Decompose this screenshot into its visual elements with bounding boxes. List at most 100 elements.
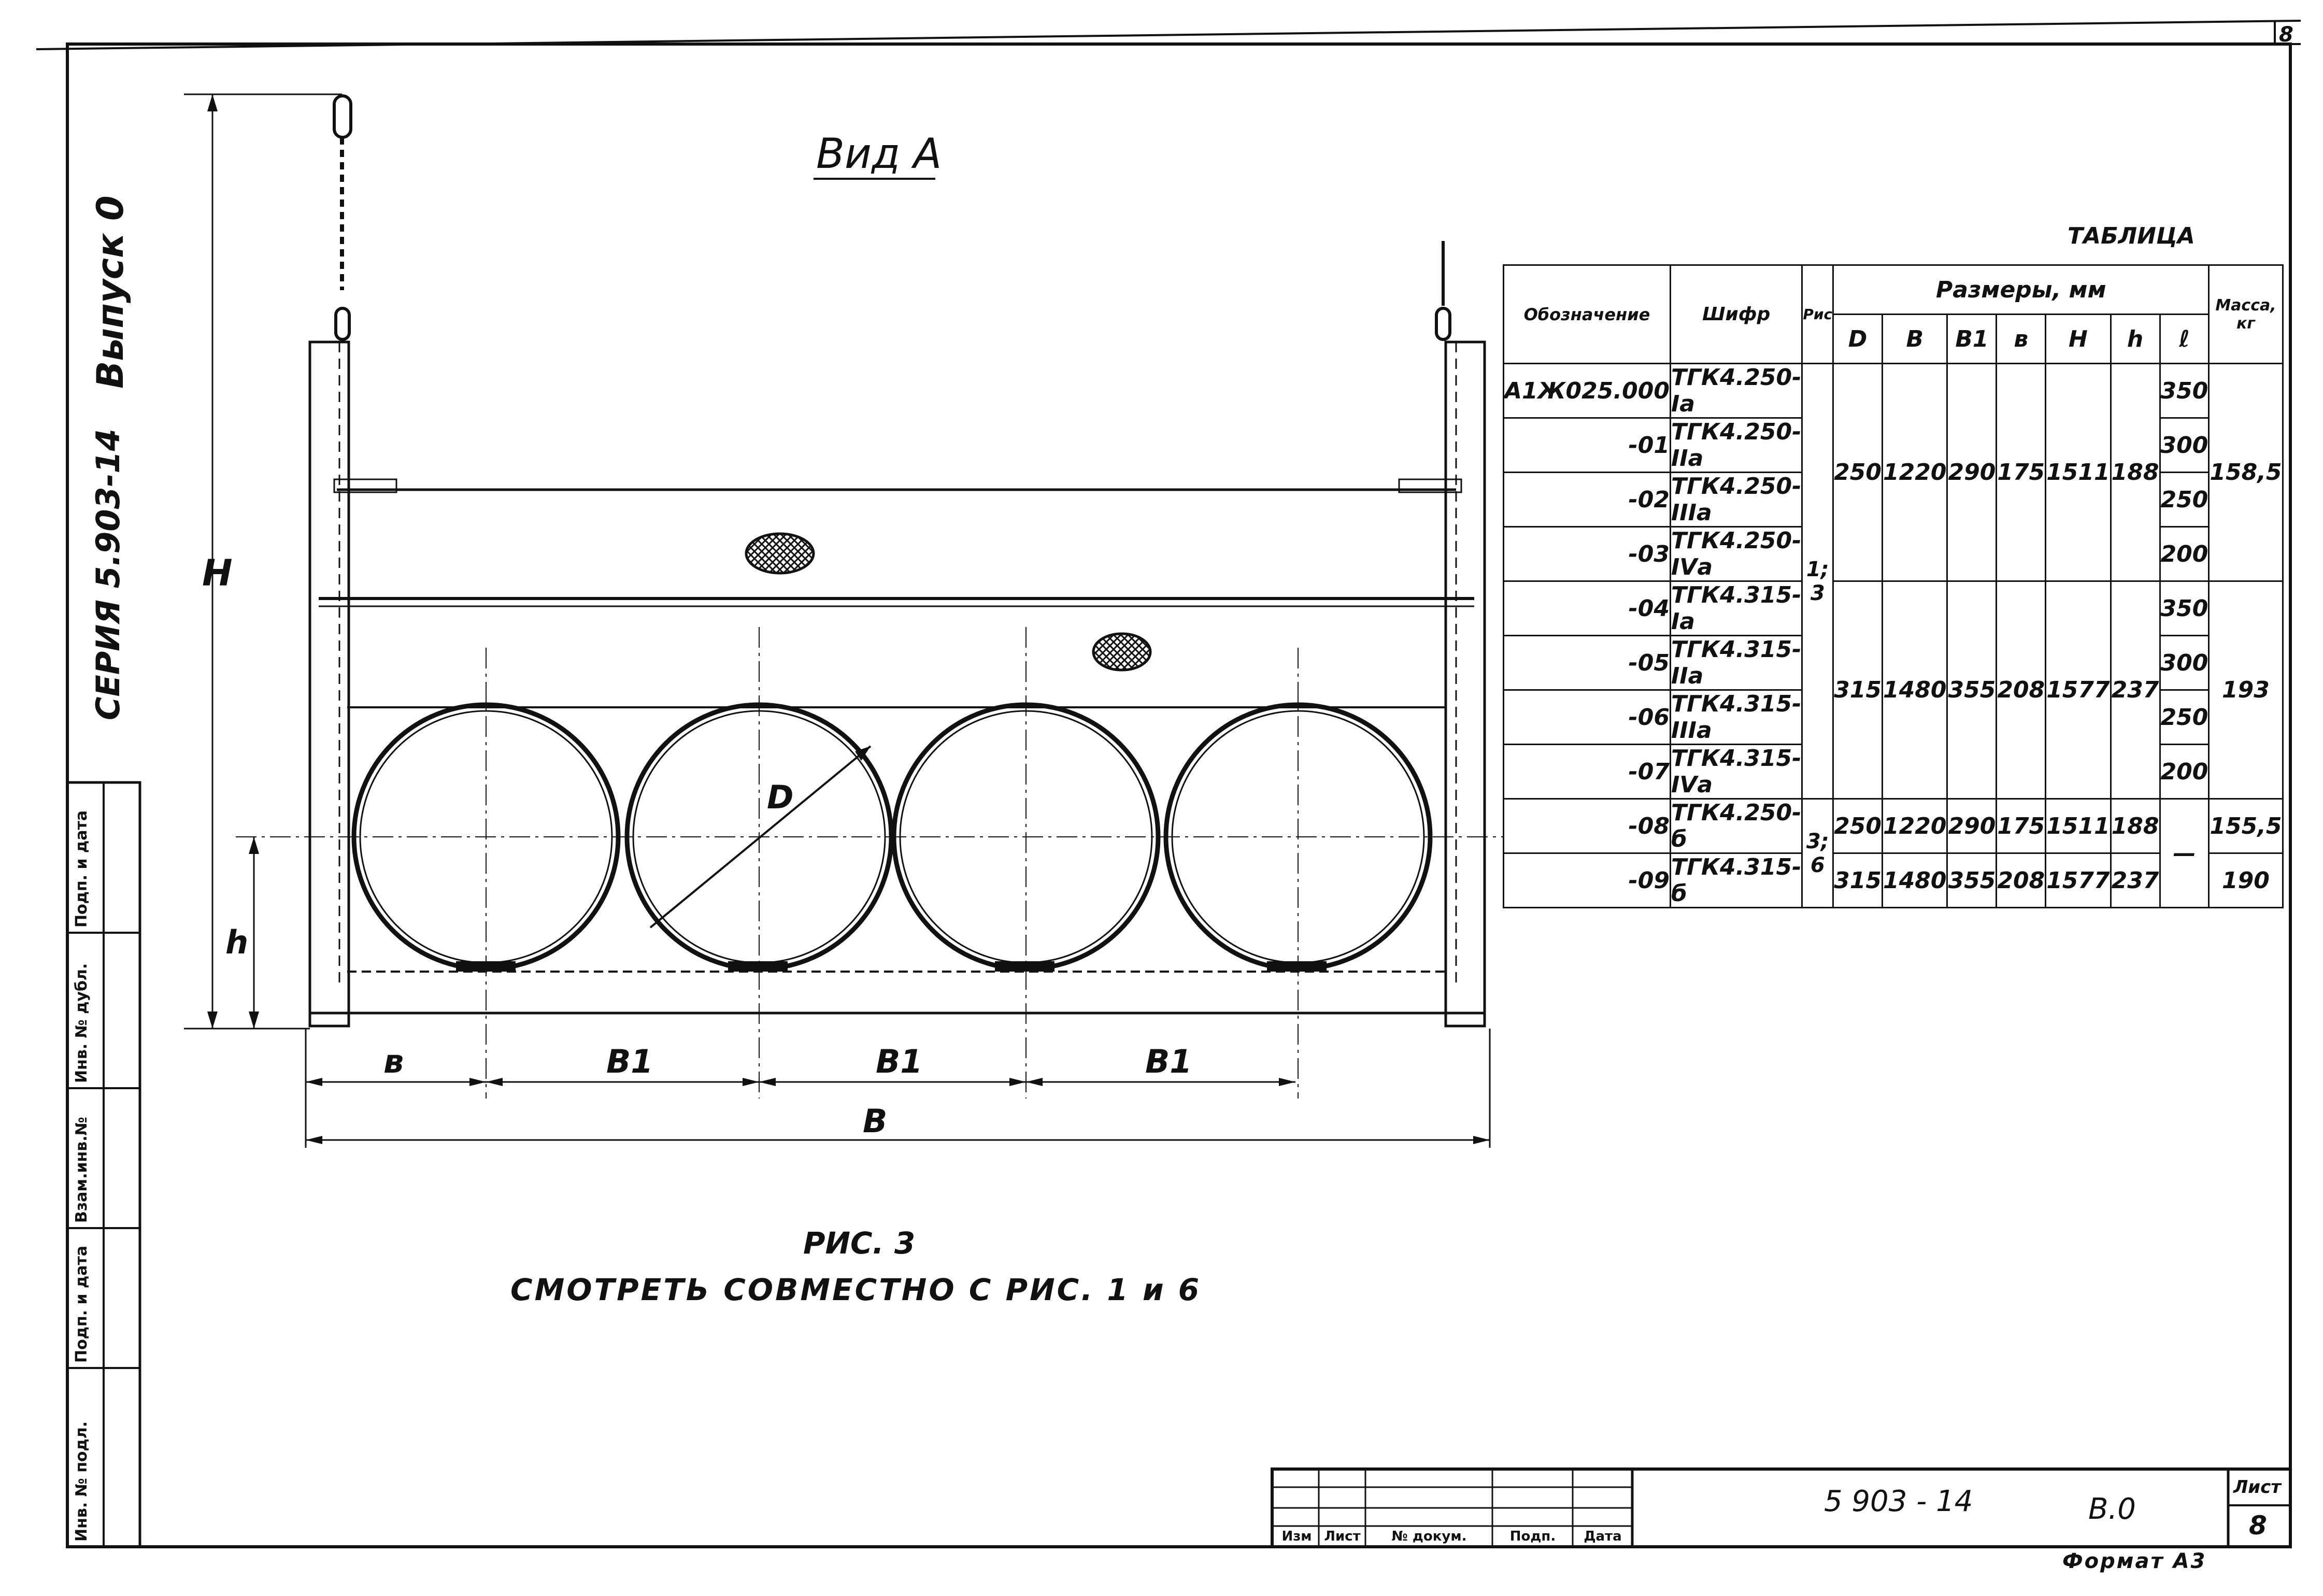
label-B1: B1: [1145, 1043, 1192, 1080]
cell-l: 300: [2159, 417, 2210, 473]
label-b: в: [383, 1043, 404, 1080]
cell-code: ТГК4.250-IIа: [1669, 417, 1803, 473]
issue-label: Выпуск 0: [89, 195, 132, 389]
cell-fig: 3; 6: [1801, 798, 1834, 908]
cell-b: 175: [1996, 798, 2047, 854]
cell-B: 1480: [1881, 852, 1948, 908]
sheet-corner-number: 8: [2279, 23, 2293, 47]
cell-l: 350: [2159, 363, 2210, 419]
cell-mass: 190: [2208, 852, 2284, 908]
header-col: в: [1996, 314, 2047, 364]
cell-D: 250: [1832, 363, 1883, 582]
cell-designation: А1Ж025.000: [1503, 363, 1671, 419]
cell-designation: -02: [1503, 472, 1671, 528]
cell-code: ТГК4.315-Iа: [1669, 580, 1803, 636]
doc-issue: В.0: [2088, 1492, 2136, 1526]
cell-designation: -04: [1503, 580, 1671, 636]
cell-code: ТГК4.315-IVа: [1669, 744, 1803, 800]
cell-h: 237: [2110, 852, 2161, 908]
right-post: [1444, 340, 1486, 1028]
stamp-label: Инв. № дубл.: [73, 963, 91, 1083]
cell-D: 250: [1832, 798, 1883, 854]
figure-caption: РИС. 3: [803, 1226, 916, 1261]
cell-code: ТГК4.250-б: [1669, 798, 1803, 854]
header-col: ℓ: [2159, 314, 2210, 364]
cell-H: 1577: [2045, 580, 2112, 800]
header-col: H: [2045, 314, 2112, 364]
left-post: [308, 340, 350, 1028]
cell-l: 250: [2159, 689, 2210, 745]
cell-H: 1511: [2045, 363, 2112, 582]
cell-designation: -06: [1503, 689, 1671, 745]
label-h: h: [225, 923, 248, 961]
cell-b: 208: [1996, 852, 2047, 908]
cell-code: ТГК4.250-Iа: [1669, 363, 1803, 419]
view-title: Вид А: [816, 130, 942, 178]
cell-mass: 193: [2208, 580, 2284, 800]
cell-l: 350: [2159, 580, 2210, 636]
cell-designation: -05: [1503, 635, 1671, 691]
spec-table: Обозначение Шифр Рис Размеры, мм Масса, …: [1503, 264, 2284, 908]
cell-l: 200: [2159, 744, 2210, 800]
cell-code: ТГК4.250-IVа: [1669, 526, 1803, 582]
stamp-label: Инв. № подл.: [73, 1421, 91, 1542]
cell-H: 1577: [2045, 852, 2112, 908]
cell-B1: 355: [1946, 852, 1998, 908]
cell-mass: 155,5: [2208, 798, 2284, 854]
tb-header: Изм: [1281, 1529, 1312, 1544]
cell-code: ТГК4.315-б: [1669, 852, 1803, 908]
label-B: B: [863, 1102, 887, 1140]
cell-l: —: [2159, 798, 2210, 908]
doc-number: 5 903 - 14: [1824, 1485, 1973, 1518]
cell-designation: -09: [1503, 852, 1671, 908]
header-col: D: [1832, 314, 1883, 364]
label-H: Н: [202, 552, 233, 594]
label-B1: B1: [876, 1043, 922, 1080]
cell-B: 1220: [1881, 363, 1948, 582]
stamp-label: Подп. и дата: [73, 1245, 91, 1363]
stamp-label: Взам.инв.№: [73, 1117, 91, 1223]
cell-b: 208: [1996, 580, 2047, 800]
cell-b: 175: [1996, 363, 2047, 582]
cell-D: 315: [1832, 852, 1883, 908]
cell-B: 1480: [1881, 580, 1948, 800]
cell-designation: -07: [1503, 744, 1671, 800]
cell-code: ТГК4.315-IIа: [1669, 635, 1803, 691]
label-D: D: [767, 778, 793, 816]
cell-H: 1511: [2045, 798, 2112, 854]
cell-designation: -03: [1503, 526, 1671, 582]
header-col: B: [1881, 314, 1948, 364]
header-mass: Масса, кг: [2208, 264, 2284, 364]
cell-D: 315: [1832, 580, 1883, 800]
table-title: ТАБЛИЦА: [2068, 223, 2195, 249]
cell-B1: 355: [1946, 580, 1998, 800]
figure-note: СМОТРЕТЬ СОВМЕСТНО С РИС. 1 и 6: [510, 1272, 1202, 1307]
tb-header: Подп.: [1509, 1529, 1556, 1544]
cell-fig: 1; 3: [1801, 363, 1834, 800]
header-fig: Рис: [1801, 264, 1834, 364]
label-B1: B1: [606, 1043, 653, 1080]
tag-marker: [745, 532, 815, 575]
sheet-label: Лист: [2233, 1477, 2281, 1498]
tb-header: Дата: [1584, 1529, 1622, 1544]
header-code: Шифр: [1669, 264, 1803, 364]
tb-header: № докум.: [1391, 1529, 1467, 1544]
series-label: СЕРИЯ 5.903-14: [89, 429, 127, 720]
header-sizes: Размеры, мм: [1832, 264, 2210, 315]
cell-l: 200: [2159, 526, 2210, 582]
cell-l: 300: [2159, 635, 2210, 691]
cell-designation: -08: [1503, 798, 1671, 854]
cell-designation: -01: [1503, 417, 1671, 473]
chain-link-top-left: [333, 94, 352, 139]
tag-marker: [1092, 632, 1152, 672]
stamp-label: Подп. и дата: [73, 810, 91, 928]
header-col: h: [2110, 314, 2161, 364]
cell-l: 250: [2159, 472, 2210, 528]
cell-B1: 290: [1946, 798, 1998, 854]
header-col: B1: [1946, 314, 1998, 364]
cell-h: 237: [2110, 580, 2161, 800]
cell-mass: 158,5: [2208, 363, 2284, 582]
cell-code: ТГК4.315-IIIа: [1669, 689, 1803, 745]
cell-code: ТГК4.250-IIIа: [1669, 472, 1803, 528]
